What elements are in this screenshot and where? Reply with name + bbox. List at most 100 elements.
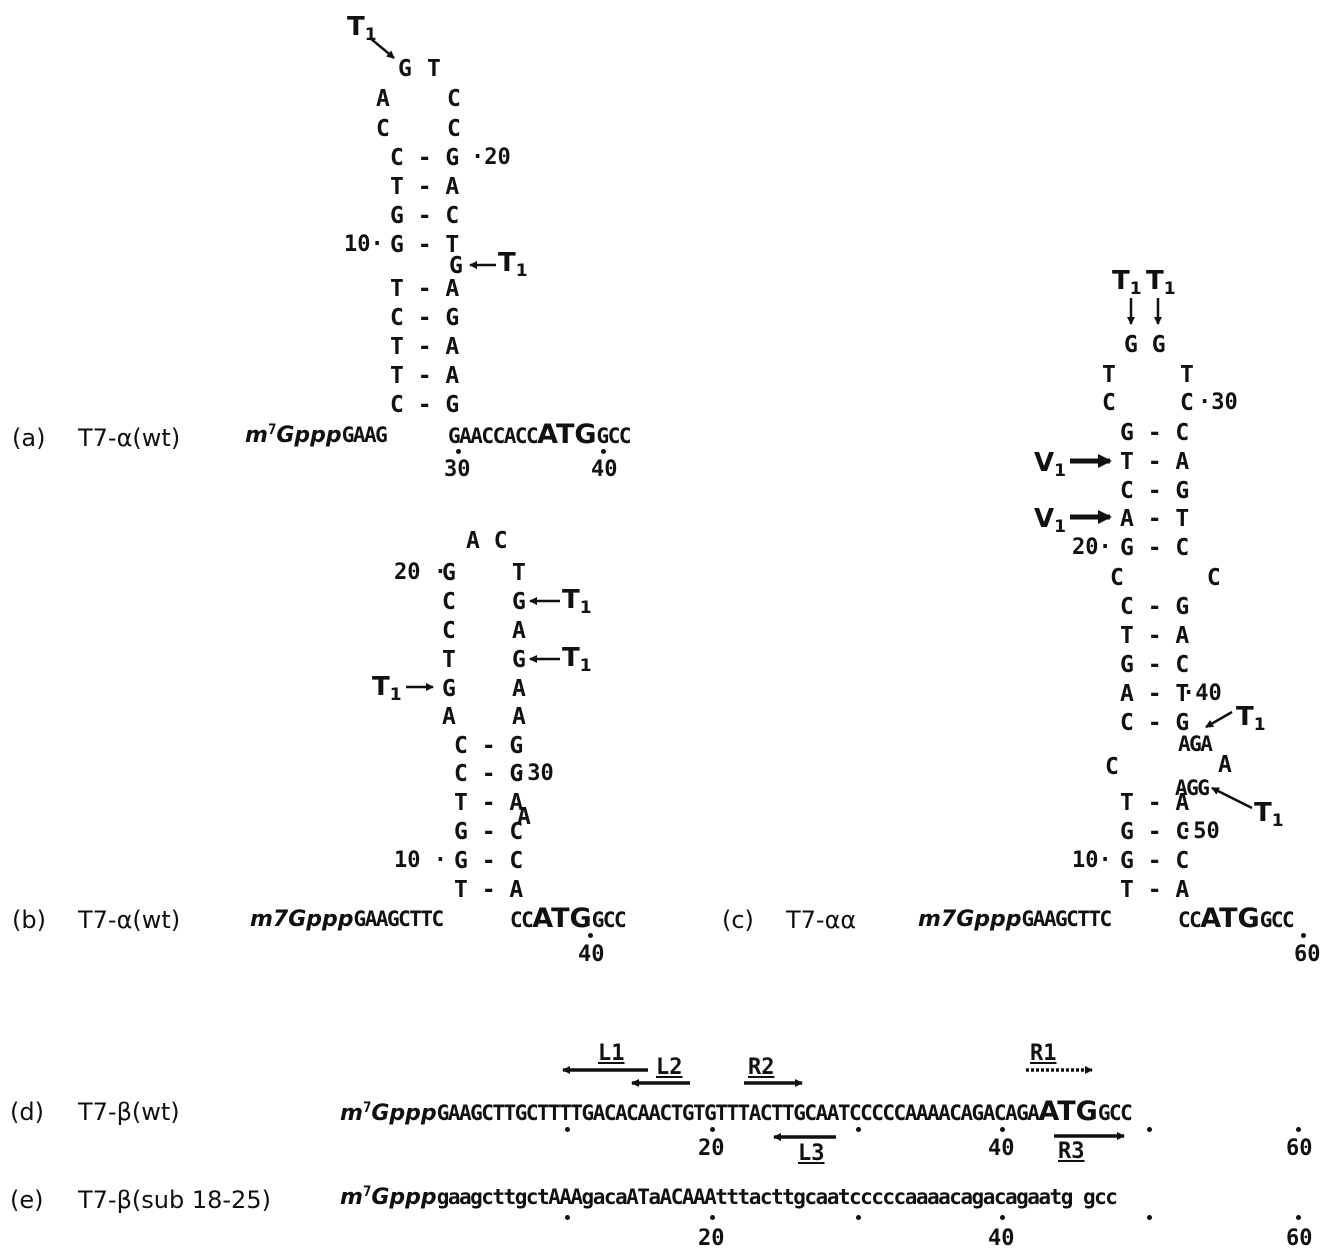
base-pair: G - C xyxy=(1120,535,1190,561)
loop-nucleotide: C xyxy=(447,116,461,142)
loop-nucleotides: AGA xyxy=(1178,732,1213,756)
construct-name: T7-β(wt) xyxy=(78,1098,180,1126)
base-pair: T - A xyxy=(1120,877,1190,903)
t1-label: T1 xyxy=(1254,798,1284,831)
tick-dot xyxy=(1147,1215,1152,1220)
right-strand-nucleotide: T xyxy=(512,560,526,586)
position-number: ·40 xyxy=(1182,681,1222,706)
base-pair: A - T xyxy=(1120,681,1190,707)
t1-arrow xyxy=(1211,786,1253,810)
position-number: 20 xyxy=(698,1226,725,1251)
construct-name: T7-β(sub 18-25) xyxy=(78,1186,271,1214)
t1-label: T1 xyxy=(372,672,402,705)
tick-dot xyxy=(1296,1215,1301,1220)
left-strand-nucleotide: C xyxy=(442,618,456,644)
tick-dot xyxy=(588,933,593,938)
position-number: 20· xyxy=(1072,535,1112,560)
arrow-label-r3: R3 xyxy=(1058,1139,1085,1164)
t1-label: T1 xyxy=(1146,266,1176,299)
t1-arrow xyxy=(369,37,395,59)
right-strand-nucleotide: A xyxy=(512,618,526,644)
right-strand-nucleotide: G xyxy=(512,589,526,615)
loop-nucleotide: C xyxy=(1105,754,1119,780)
tick-dot xyxy=(1147,1127,1152,1132)
mismatch-pair: C C xyxy=(1110,565,1221,591)
tick-dot xyxy=(601,449,606,454)
left-strand-nucleotide: C xyxy=(442,589,456,615)
position-number: 20 xyxy=(698,1136,725,1161)
position-number: 10· xyxy=(344,232,384,257)
base-pair: T - A xyxy=(390,363,460,389)
position-number: 40 xyxy=(578,942,605,967)
t1-arrow xyxy=(1205,710,1233,729)
sequence: m7GpppgaagcttgctAAAgacaATaACAAAtttacttgc… xyxy=(340,1184,1118,1210)
loop-nucleotide: C xyxy=(376,116,390,142)
base-pair: T - A xyxy=(390,334,460,360)
position-number: 60 xyxy=(1286,1226,1313,1251)
position-number: ·50 xyxy=(1180,819,1220,844)
loop-nucleotide: G xyxy=(398,56,412,82)
base-pair: C - G xyxy=(454,733,524,759)
base-pair: C - G xyxy=(1120,594,1190,620)
panel-label: (b) xyxy=(12,906,46,934)
construct-name: T7-α(wt) xyxy=(78,424,181,452)
base-pair: C - G xyxy=(390,305,460,331)
arrow-label-l1: L1 xyxy=(598,1041,625,1066)
base-pair: G - C xyxy=(454,819,524,845)
base-pair: G - C xyxy=(390,203,460,229)
panel-label: (c) xyxy=(722,906,754,934)
loop-nucleotide: C xyxy=(1102,390,1116,416)
tick-dot xyxy=(565,1215,570,1220)
left-strand-nucleotide: G xyxy=(442,676,456,702)
right-strand-nucleotide: A xyxy=(512,704,526,730)
position-number: ·30 xyxy=(514,761,554,786)
tick-dot xyxy=(565,1127,570,1132)
tick-dot xyxy=(710,1215,715,1220)
base-pair: T - A xyxy=(390,276,460,302)
five-prime-sequence: m7GpppGAAGCTTC xyxy=(918,907,1112,932)
base-pair: C - G xyxy=(1120,478,1190,504)
three-prime-sequence: GAACCACCATGGCC xyxy=(448,419,632,450)
base-pair: T - A xyxy=(390,174,460,200)
position-number: ·30 xyxy=(1198,390,1238,415)
five-prime-sequence: m7GpppGAAGCTTC xyxy=(250,907,444,932)
t1-label: T1 xyxy=(562,643,592,676)
base-pair: T - A xyxy=(454,790,524,816)
construct-name: T7-αα xyxy=(786,906,857,934)
tick-dot xyxy=(856,1127,861,1132)
base-pair: C - G xyxy=(454,761,524,787)
base-pair: C - G xyxy=(390,392,460,418)
tick-dot xyxy=(710,1127,715,1132)
tick-dot xyxy=(1000,1127,1005,1132)
tick-dot xyxy=(456,449,461,454)
loop-nucleotide: T xyxy=(1102,362,1116,388)
base-pair: C - G xyxy=(390,145,460,171)
base-pair: G - C xyxy=(1120,848,1190,874)
left-strand-nucleotide: T xyxy=(442,647,456,673)
left-strand-nucleotide: A xyxy=(442,704,456,730)
five-prime-sequence: m7GpppGAAG xyxy=(245,422,388,448)
position-number: ·20 xyxy=(471,145,511,170)
position-number: 40 xyxy=(988,1136,1015,1161)
three-prime-sequence: CCATGGCC xyxy=(510,903,627,934)
bulge-nucleotide: A xyxy=(517,804,531,830)
right-strand-nucleotide: A xyxy=(512,676,526,702)
loop-nucleotide: T xyxy=(1180,362,1194,388)
right-strand-nucleotide: G xyxy=(512,647,526,673)
t1-label: T1 xyxy=(562,585,592,618)
t1-label: T1 xyxy=(498,248,528,281)
arrow-label-r2: R2 xyxy=(748,1055,775,1080)
position-number: 10 · xyxy=(394,848,447,873)
position-number: 20 · xyxy=(394,560,447,585)
panel-label: (d) xyxy=(10,1098,44,1126)
bulge-nucleotide: G xyxy=(449,253,463,279)
base-pair: C - G xyxy=(1120,710,1190,736)
loop-nucleotide: C xyxy=(447,86,461,112)
panel-label: (e) xyxy=(10,1186,44,1214)
position-number: 40 xyxy=(988,1226,1015,1251)
position-number: 60 xyxy=(1286,1136,1313,1161)
base-pair: T - A xyxy=(1120,449,1190,475)
sequence: m7GpppGAAGCTTGCTTTTGACACAACTGTGTTTACTTGC… xyxy=(340,1096,1133,1127)
base-pair: T - A xyxy=(1120,790,1190,816)
